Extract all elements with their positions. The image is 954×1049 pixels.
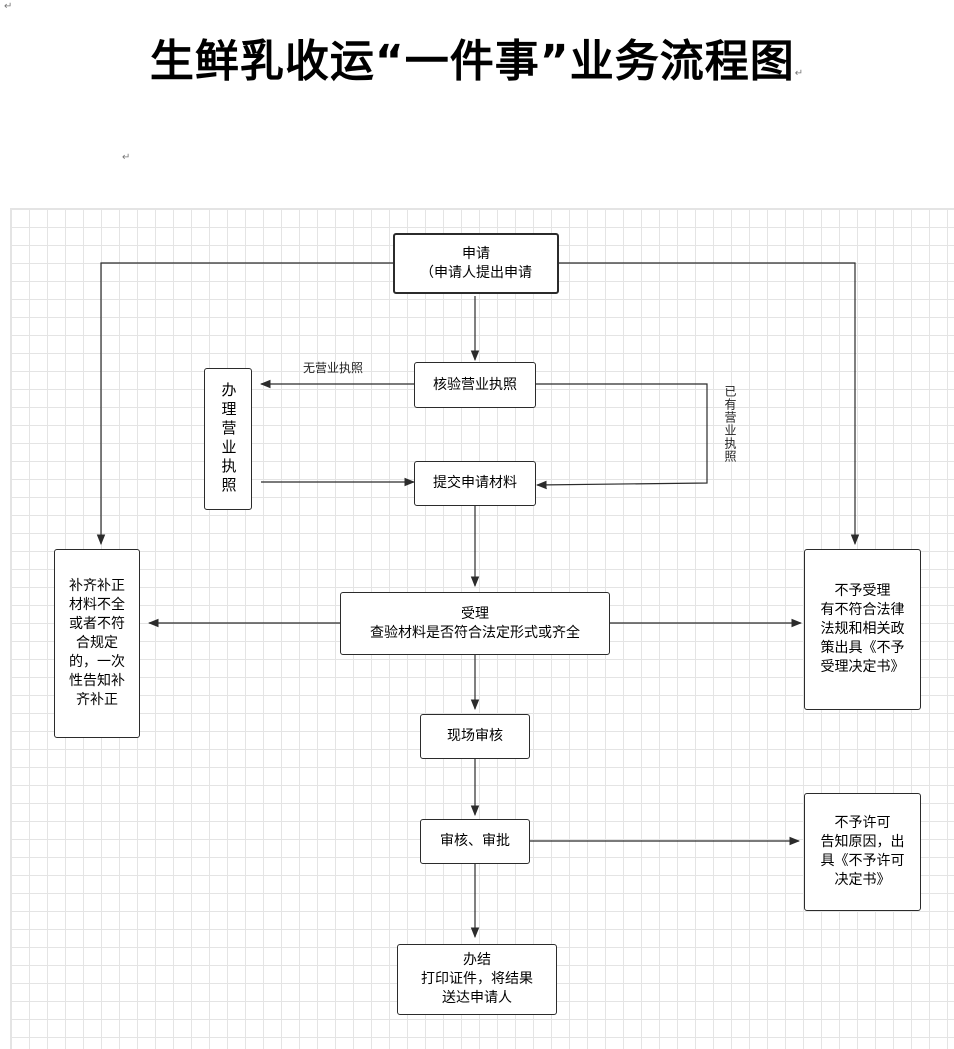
node-text-line: 有不符合法律 [820, 602, 905, 618]
edge-label-no-license: 无营业执照 [303, 361, 364, 375]
flowchart-canvas: 申请 （申请人提出申请 核验营业执照 办理营业执照 提交申请材料 受理查验材料是否… [10, 208, 954, 1049]
node-text-line: 打印证件，将结果 [421, 971, 533, 987]
node-text-line: 现场审核 [447, 728, 503, 744]
node-text-line: 或者不符 [69, 616, 125, 632]
node-review-text: 审核、审批 [440, 832, 510, 851]
node-verify-license: 核验营业执照 [414, 362, 536, 408]
node-text-line: 提交申请材料 [433, 475, 517, 491]
node-accept-text: 受理查验材料是否符合法定形式或齐全 [370, 605, 580, 643]
node-text-line: 查验材料是否符合法定形式或齐全 [370, 624, 580, 641]
node-verify-license-text: 核验营业执照 [433, 376, 517, 395]
node-apply-text: 申请 （申请人提出申请 [420, 245, 532, 283]
node-text-line: 不予许可 [834, 815, 891, 831]
node-text-line: 决定书》 [834, 872, 891, 888]
node-review: 审核、审批 [420, 819, 530, 864]
edge-apply-to-reject [559, 262, 860, 546]
node-accept: 受理查验材料是否符合法定形式或齐全 [340, 592, 610, 655]
node-apply: 申请 （申请人提出申请 [393, 233, 559, 294]
node-complete: 办结打印证件，将结果送达申请人 [397, 944, 557, 1015]
node-onsite-text: 现场审核 [447, 727, 503, 746]
node-deny-text: 不予许可告知原因，出具《不予许可决定书》 [821, 814, 905, 890]
node-text-line: 送达申请人 [442, 990, 512, 1006]
node-text-line: 法规和相关政 [820, 621, 905, 637]
connector-layer [96, 262, 860, 939]
edge-apply-to-supplement [96, 262, 393, 546]
node-text-line: 受理 [461, 605, 489, 622]
node-text-line: 办结 [463, 952, 491, 968]
node-text-line: 具《不予许可 [820, 853, 905, 869]
edge-label-has-license: 已有营业执照 [723, 385, 737, 463]
page-title: 生鲜乳收运“一件事”业务流程图↵ [149, 36, 805, 87]
node-text-line: 合规定 [76, 635, 118, 651]
node-complete-text: 办结打印证件，将结果送达申请人 [421, 951, 533, 1008]
node-supplement: 补齐补正材料不全或者不符合规定的，一次性告知补齐补正 [54, 549, 140, 738]
node-text-line: 材料不全 [69, 597, 125, 613]
node-text-line: 告知原因，出 [820, 834, 905, 850]
paragraph-mark: ↵ [122, 152, 131, 163]
edge-has-license [535, 383, 708, 490]
node-text-line: 策出具《不予 [820, 640, 905, 656]
node-text-line: 齐补正 [76, 692, 118, 708]
node-obtain-license: 办理营业执照 [204, 368, 252, 510]
node-text-line: 申请 [462, 245, 490, 262]
node-supplement-text: 补齐补正材料不全或者不符合规定的，一次性告知补齐补正 [69, 577, 125, 710]
node-reject-text: 不予受理有不符合法律法规和相关政策出具《不予受理决定书》 [821, 582, 905, 677]
paragraph-mark: ↵ [4, 1, 13, 12]
node-text-line: 的，一次 [69, 654, 125, 670]
node-deny: 不予许可告知原因，出具《不予许可决定书》 [804, 793, 921, 911]
node-submit-materials: 提交申请材料 [414, 461, 536, 506]
node-text-line: （申请人提出申请 [420, 264, 532, 281]
node-text-line: 核验营业执照 [433, 376, 517, 393]
node-text-line: 审核、审批 [440, 833, 510, 849]
node-reject: 不予受理有不符合法律法规和相关政策出具《不予受理决定书》 [804, 549, 921, 710]
node-text-line: 受理决定书》 [820, 659, 905, 675]
node-text-line: 不予受理 [834, 583, 891, 599]
node-text-line: 补齐补正 [69, 578, 125, 594]
node-onsite: 现场审核 [420, 714, 530, 759]
node-submit-materials-text: 提交申请材料 [433, 474, 517, 493]
node-text-line: 性告知补 [69, 673, 125, 689]
